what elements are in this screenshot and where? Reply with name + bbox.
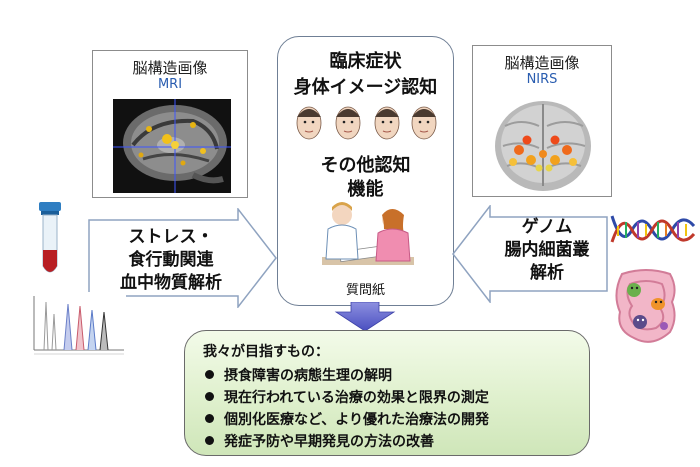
bullet-icon (205, 436, 214, 445)
chromatogram-icon (30, 292, 126, 358)
face-icon (335, 106, 361, 140)
genome-analysis-line-3: 解析 (530, 263, 564, 283)
blood-analysis-line-1: ストレス・ (128, 227, 214, 247)
gut-bacteria-icon (615, 269, 676, 343)
genome-analysis-line-1: ゲノム (521, 217, 573, 237)
down-arrow-icon (334, 302, 396, 332)
faces-illustration (296, 106, 437, 140)
face-icon (296, 106, 322, 140)
genome-analysis-label: ゲノム 腸内細菌叢 解析 (492, 216, 602, 285)
goal-item: 現在行われている治療の効果と限界の測定 (205, 387, 489, 409)
nirs-panel-title: 脳構造画像 (504, 54, 580, 72)
questionnaire-illustration (322, 202, 414, 265)
mri-panel-subtitle: MRI (157, 77, 183, 92)
test-tube-icon (39, 202, 61, 273)
blood-analysis-label: ストレス・ 食行動関連 血中物質解析 (96, 226, 246, 295)
goal-item: 個別化医療など、より優れた治療法の開発 (205, 409, 489, 431)
goal-item: 発症予防や早期発見の方法の改善 (205, 431, 489, 453)
goals-box: 我々が目指すもの： 摂食障害の病態生理の解明 現在行われている治療の効果と限界の… (184, 330, 590, 456)
genome-analysis-line-2: 腸内細菌叢 (504, 240, 590, 260)
mri-brain-image (113, 99, 231, 193)
dna-icon (610, 215, 696, 243)
bullet-icon (205, 370, 214, 379)
blood-analysis-line-2: 食行動関連 (128, 250, 214, 270)
nirs-brain-image (495, 101, 591, 191)
center-box: 臨床症状 身体イメージ認知 その他認知 機能 (277, 36, 454, 306)
nirs-panel: 脳構造画像 NIRS (472, 45, 612, 197)
bullet-icon (205, 392, 214, 401)
questionnaire-caption: 質問紙 (345, 283, 385, 298)
mri-panel-title: 脳構造画像 (132, 59, 208, 77)
right-arrow-shape (452, 205, 608, 303)
mri-panel: 脳構造画像 MRI (92, 50, 248, 198)
goals-title: 我々が目指すもの： (203, 344, 329, 360)
other-cognition-label: その他認知 (320, 155, 411, 176)
body-image-label: 身体イメージ認知 (293, 77, 438, 98)
blood-analysis-line-3: 血中物質解析 (120, 273, 222, 293)
bullet-icon (205, 414, 214, 423)
goals-list: 摂食障害の病態生理の解明 現在行われている治療の効果と限界の測定 個別化医療など… (205, 365, 489, 453)
function-label: 機能 (347, 179, 384, 200)
face-icon (411, 106, 437, 140)
goal-item: 摂食障害の病態生理の解明 (205, 365, 489, 387)
clinical-symptoms-label: 臨床症状 (329, 51, 402, 72)
nirs-panel-subtitle: NIRS (526, 72, 558, 87)
face-icon (374, 106, 400, 140)
